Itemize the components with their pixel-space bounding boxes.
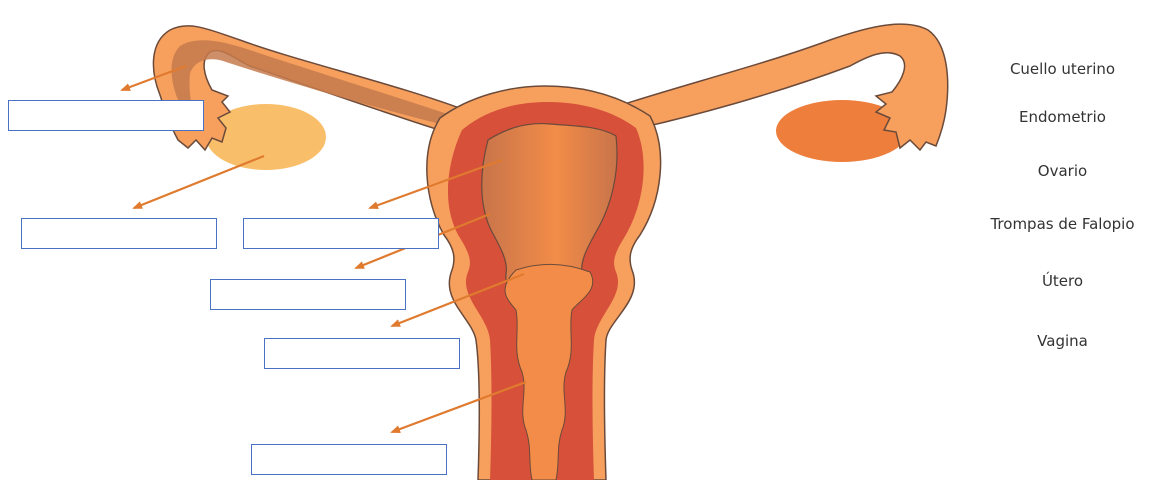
- word-bank-item[interactable]: Trompas de Falopio: [958, 215, 1167, 233]
- answer-box-4[interactable]: [210, 279, 406, 310]
- word-bank-item[interactable]: Cuello uterino: [958, 60, 1167, 78]
- word-bank-item[interactable]: Vagina: [958, 332, 1167, 350]
- word-bank: Cuello uterino Endometrio Ovario Trompas…: [958, 0, 1167, 480]
- arrow-2: [134, 156, 264, 208]
- word-bank-item[interactable]: Ovario: [958, 162, 1167, 180]
- answer-box-1[interactable]: [8, 100, 204, 131]
- answer-box-3[interactable]: [243, 218, 439, 249]
- answer-box-6[interactable]: [251, 444, 447, 475]
- answer-box-2[interactable]: [21, 218, 217, 249]
- word-bank-item[interactable]: Endometrio: [958, 108, 1167, 126]
- word-bank-item[interactable]: Útero: [958, 272, 1167, 290]
- answer-box-5[interactable]: [264, 338, 460, 369]
